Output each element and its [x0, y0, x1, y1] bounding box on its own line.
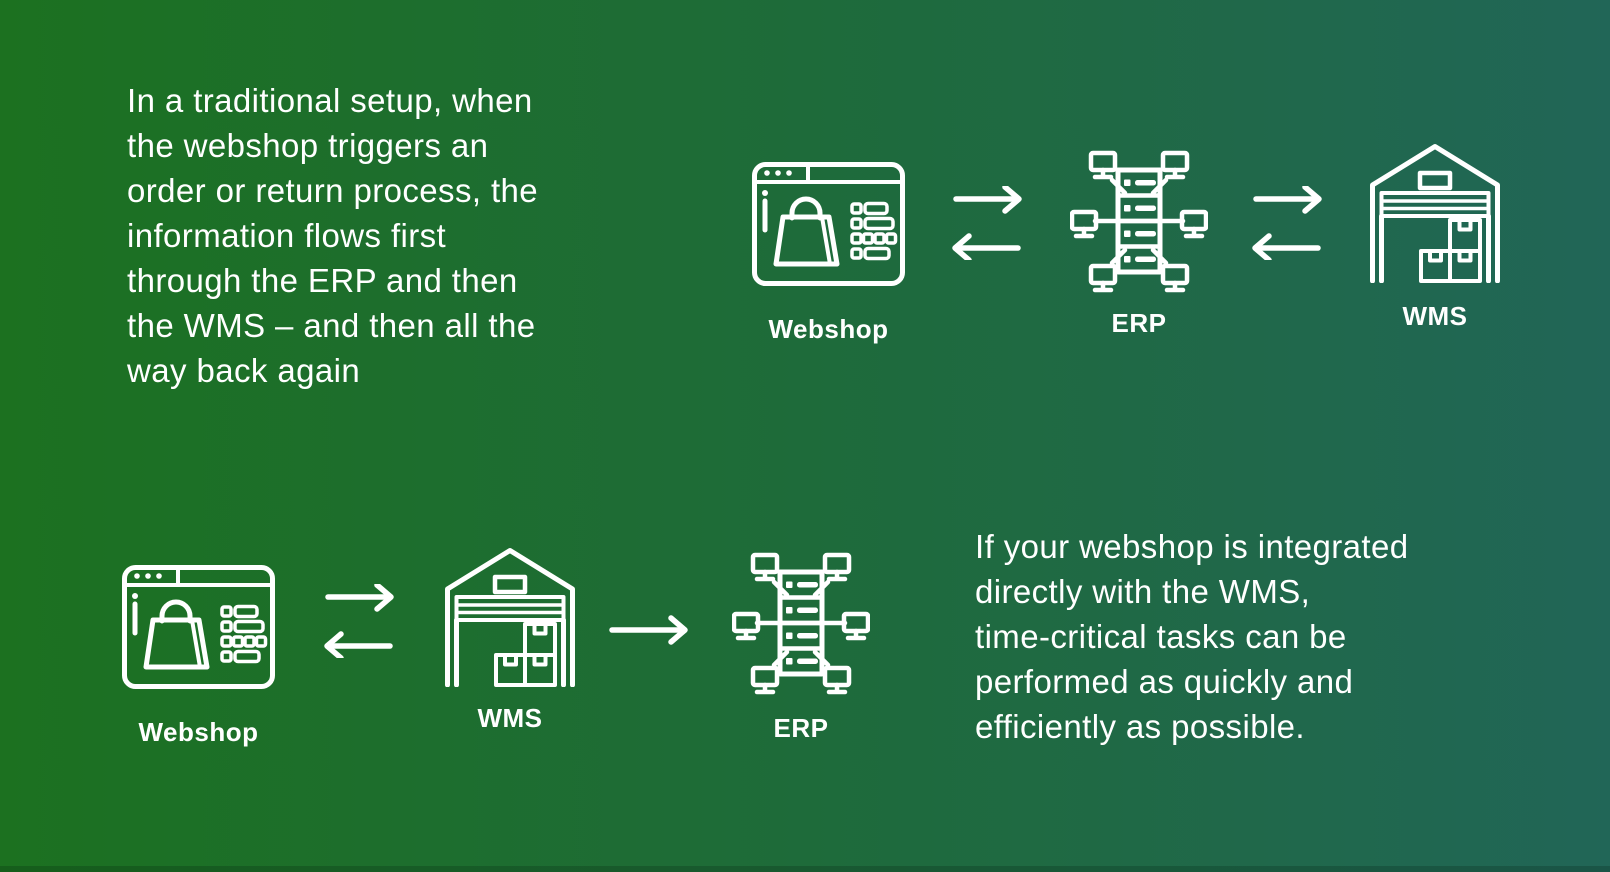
text-line: the webshop triggers an: [127, 127, 489, 164]
traditional-description: In a traditional setup, when the webshop…: [127, 78, 538, 393]
bottom-edge-shade: [0, 866, 1610, 872]
right-arrow-icon: [608, 615, 692, 645]
text-line: the WMS – and then all the: [127, 307, 536, 344]
node-label-wms: WMS: [477, 703, 543, 733]
node-label-erp: ERP: [1111, 308, 1167, 338]
text-line: information flows first: [127, 217, 447, 254]
integrated-description: If your webshop is integrated directly w…: [975, 524, 1409, 749]
text-line: If your webshop is integrated: [975, 528, 1409, 565]
erp-icon: [732, 552, 870, 698]
text-line: order or return process, the: [127, 172, 539, 209]
text-line: directly with the WMS,: [975, 573, 1311, 610]
text-line: way back again: [127, 352, 361, 389]
node-label-erp: ERP: [773, 713, 829, 743]
bidirectional-arrows-icon: [1244, 186, 1330, 260]
text-line: efficiently as possible.: [975, 708, 1305, 745]
wms-icon: [1365, 141, 1505, 283]
text-line: In a traditional setup, when: [127, 82, 533, 119]
bidirectional-arrows-icon: [316, 584, 402, 658]
bidirectional-arrows-icon: [944, 186, 1030, 260]
webshop-icon: [752, 162, 905, 286]
node-label-wms: WMS: [1402, 301, 1468, 331]
text-line: time-critical tasks can be: [975, 618, 1347, 655]
node-label-webshop: Webshop: [138, 717, 259, 747]
wms-icon: [440, 545, 580, 687]
node-label-webshop: Webshop: [768, 314, 889, 344]
text-line: through the ERP and then: [127, 262, 518, 299]
erp-icon: [1070, 150, 1208, 296]
text-line: performed as quickly and: [975, 663, 1354, 700]
webshop-icon: [122, 565, 275, 689]
